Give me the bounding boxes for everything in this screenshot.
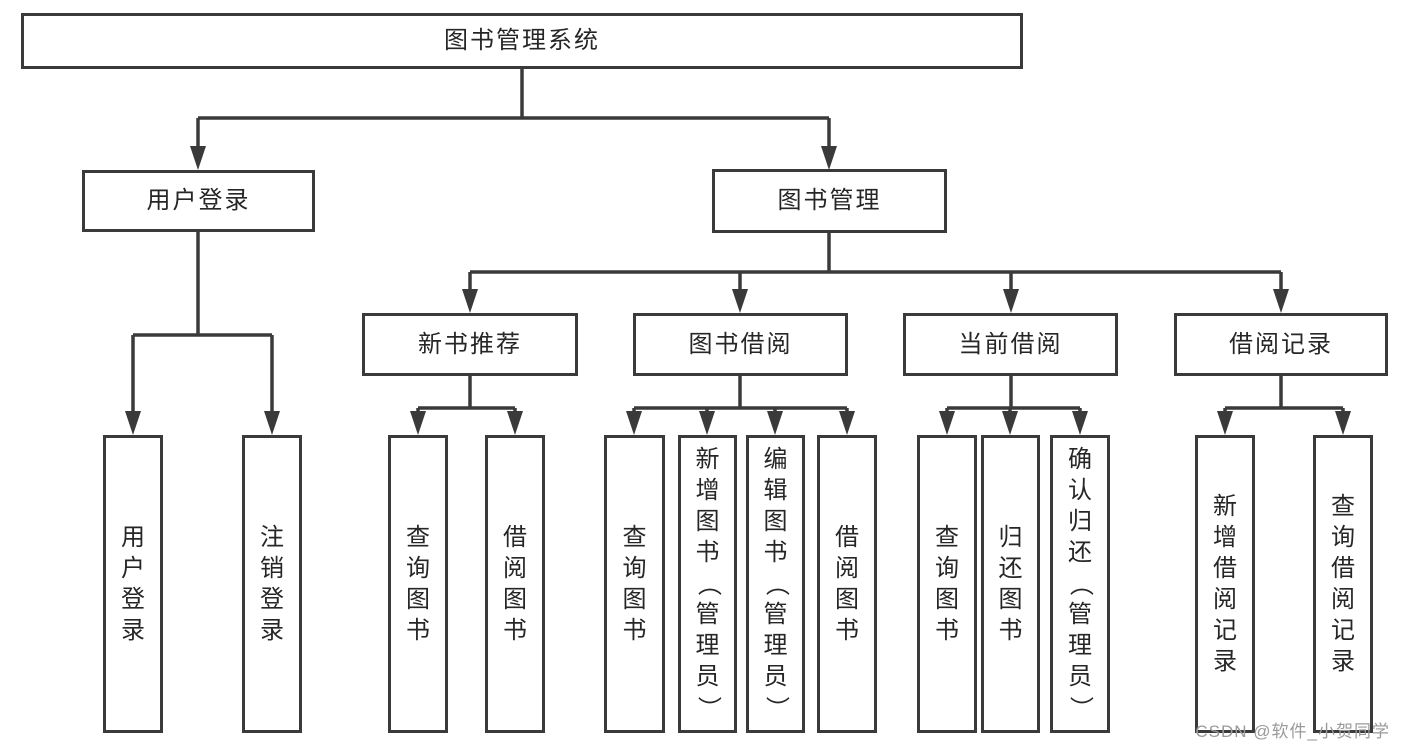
leaf-borrow-books: 借阅图书 xyxy=(485,435,545,733)
node-label: 图书管理系统 xyxy=(444,27,600,54)
node-book-borrowing: 图书借阅 xyxy=(633,313,848,376)
node-label: 用户登录 xyxy=(146,187,251,214)
node-label: 借阅记录 xyxy=(1229,330,1333,358)
leaf-borrow-books: 借阅图书 xyxy=(817,435,877,733)
leaf-label: 归还图书 xyxy=(998,523,1023,644)
node-label: 图书管理 xyxy=(777,187,882,214)
leaf-add-books-admin: 新增图书（管理员） xyxy=(678,435,737,733)
leaf-label: 查询图书 xyxy=(622,523,647,644)
arrowheads xyxy=(125,146,1351,435)
leaf-label: 注销登录 xyxy=(260,523,284,644)
node-book-management: 图书管理 xyxy=(712,169,947,233)
leaf-edit-books-admin: 编辑图书（管理员） xyxy=(746,435,805,733)
leaf-query-books: 查询图书 xyxy=(604,435,665,733)
leaf-label: 查询图书 xyxy=(935,523,959,644)
csdn-watermark: CSDN @软件_小贺同学 xyxy=(1195,722,1390,741)
leaf-user-login: 用户登录 xyxy=(103,435,163,733)
leaf-label: 确认归还（管理员） xyxy=(1067,446,1094,721)
leaf-query-books: 查询图书 xyxy=(388,435,448,733)
leaf-logout: 注销登录 xyxy=(242,435,302,733)
node-label: 图书借阅 xyxy=(688,330,793,358)
node-label: 新书推荐 xyxy=(418,330,522,358)
leaf-label: 查询借阅记录 xyxy=(1331,492,1355,675)
leaf-query-books: 查询图书 xyxy=(917,435,977,733)
leaf-query-borrow-record: 查询借阅记录 xyxy=(1313,435,1373,733)
leaf-return-books: 归还图书 xyxy=(981,435,1040,733)
leaf-label: 新增图书（管理员） xyxy=(694,446,722,721)
leaf-label: 用户登录 xyxy=(121,523,145,644)
node-new-book-recommend: 新书推荐 xyxy=(362,313,578,376)
leaf-add-borrow-record: 新增借阅记录 xyxy=(1195,435,1255,733)
node-user-login: 用户登录 xyxy=(82,170,315,232)
leaf-confirm-return-admin: 确认归还（管理员） xyxy=(1050,435,1110,733)
leaf-label: 查询图书 xyxy=(406,523,430,644)
leaf-label: 编辑图书（管理员） xyxy=(762,446,790,721)
leaf-label: 新增借阅记录 xyxy=(1213,492,1237,675)
node-borrowing-records: 借阅记录 xyxy=(1174,313,1388,376)
node-library-management-system: 图书管理系统 xyxy=(21,13,1023,69)
leaf-label: 借阅图书 xyxy=(503,523,527,644)
node-current-borrowing: 当前借阅 xyxy=(903,313,1118,376)
leaf-label: 借阅图书 xyxy=(835,523,859,644)
node-label: 当前借阅 xyxy=(958,330,1063,358)
